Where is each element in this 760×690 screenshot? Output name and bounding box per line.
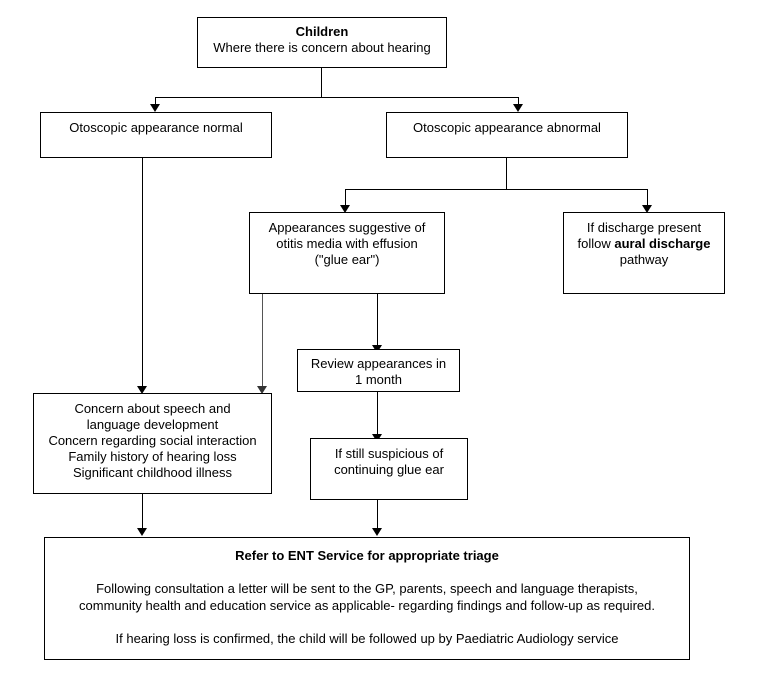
node-referral-outcome: Refer to ENT Service for appropriate tri… [44, 537, 690, 660]
connector-to-discharge [647, 189, 648, 207]
connector-suspicious-to-outcome [377, 500, 378, 530]
discharge-line-3: pathway [619, 252, 669, 267]
outcome-title: Refer to ENT Service for appropriate tri… [235, 548, 499, 563]
connector-children-split-bar [155, 97, 519, 98]
arrow-to-glue-ear [340, 205, 350, 213]
node-concerns-text: Concern about speech and language develo… [48, 401, 257, 480]
connector-to-normal [155, 97, 156, 106]
connector-to-glue-ear [345, 189, 346, 207]
node-children-subtitle: Where there is concern about hearing [213, 40, 431, 55]
arrow-concerns-to-outcome [137, 528, 147, 536]
connector-children-stem [321, 68, 322, 97]
connector-concerns-to-outcome [142, 494, 143, 530]
node-review-appearances: Review appearances in 1 month [297, 349, 460, 392]
arrow-to-abnormal [513, 104, 523, 112]
node-children-heading: Children [295, 24, 349, 39]
connector-glue-ear-to-review [377, 294, 378, 348]
node-glue-ear: Appearances suggestive of otitis media w… [249, 212, 445, 294]
discharge-line-2-prefix: follow [577, 236, 615, 251]
node-glue-ear-text: Appearances suggestive of otitis media w… [268, 220, 426, 267]
node-still-suspicious-text: If still suspicious of continuing glue e… [334, 446, 444, 477]
connector-to-abnormal [518, 97, 519, 106]
outcome-paragraph-2: If hearing loss is confirmed, the child … [115, 631, 619, 646]
discharge-line-2-bold: aural discharge [614, 236, 711, 251]
discharge-line-1: If discharge present [586, 220, 702, 235]
connector-normal-to-concerns [142, 158, 143, 389]
node-still-suspicious: If still suspicious of continuing glue e… [310, 438, 468, 500]
node-review-appearances-text: Review appearances in 1 month [310, 356, 447, 387]
node-otoscopic-normal: Otoscopic appearance normal [40, 112, 272, 158]
connector-abnormal-stem [506, 158, 507, 189]
arrow-suspicious-to-outcome [372, 528, 382, 536]
arrow-normal-to-concerns [137, 386, 147, 394]
connector-abnormal-split-bar [345, 189, 647, 190]
arrow-glue-ear-to-concerns [257, 386, 267, 394]
node-otoscopic-abnormal-text: Otoscopic appearance abnormal [413, 120, 601, 135]
outcome-paragraph-1: Following consultation a letter will be … [79, 581, 655, 613]
node-otoscopic-normal-text: Otoscopic appearance normal [69, 120, 243, 135]
connector-review-to-suspicious [377, 392, 378, 437]
arrow-to-normal [150, 104, 160, 112]
arrow-to-discharge [642, 205, 652, 213]
node-concerns: Concern about speech and language develo… [33, 393, 272, 494]
connector-glue-ear-to-concerns [262, 294, 263, 389]
node-otoscopic-abnormal: Otoscopic appearance abnormal [386, 112, 628, 158]
